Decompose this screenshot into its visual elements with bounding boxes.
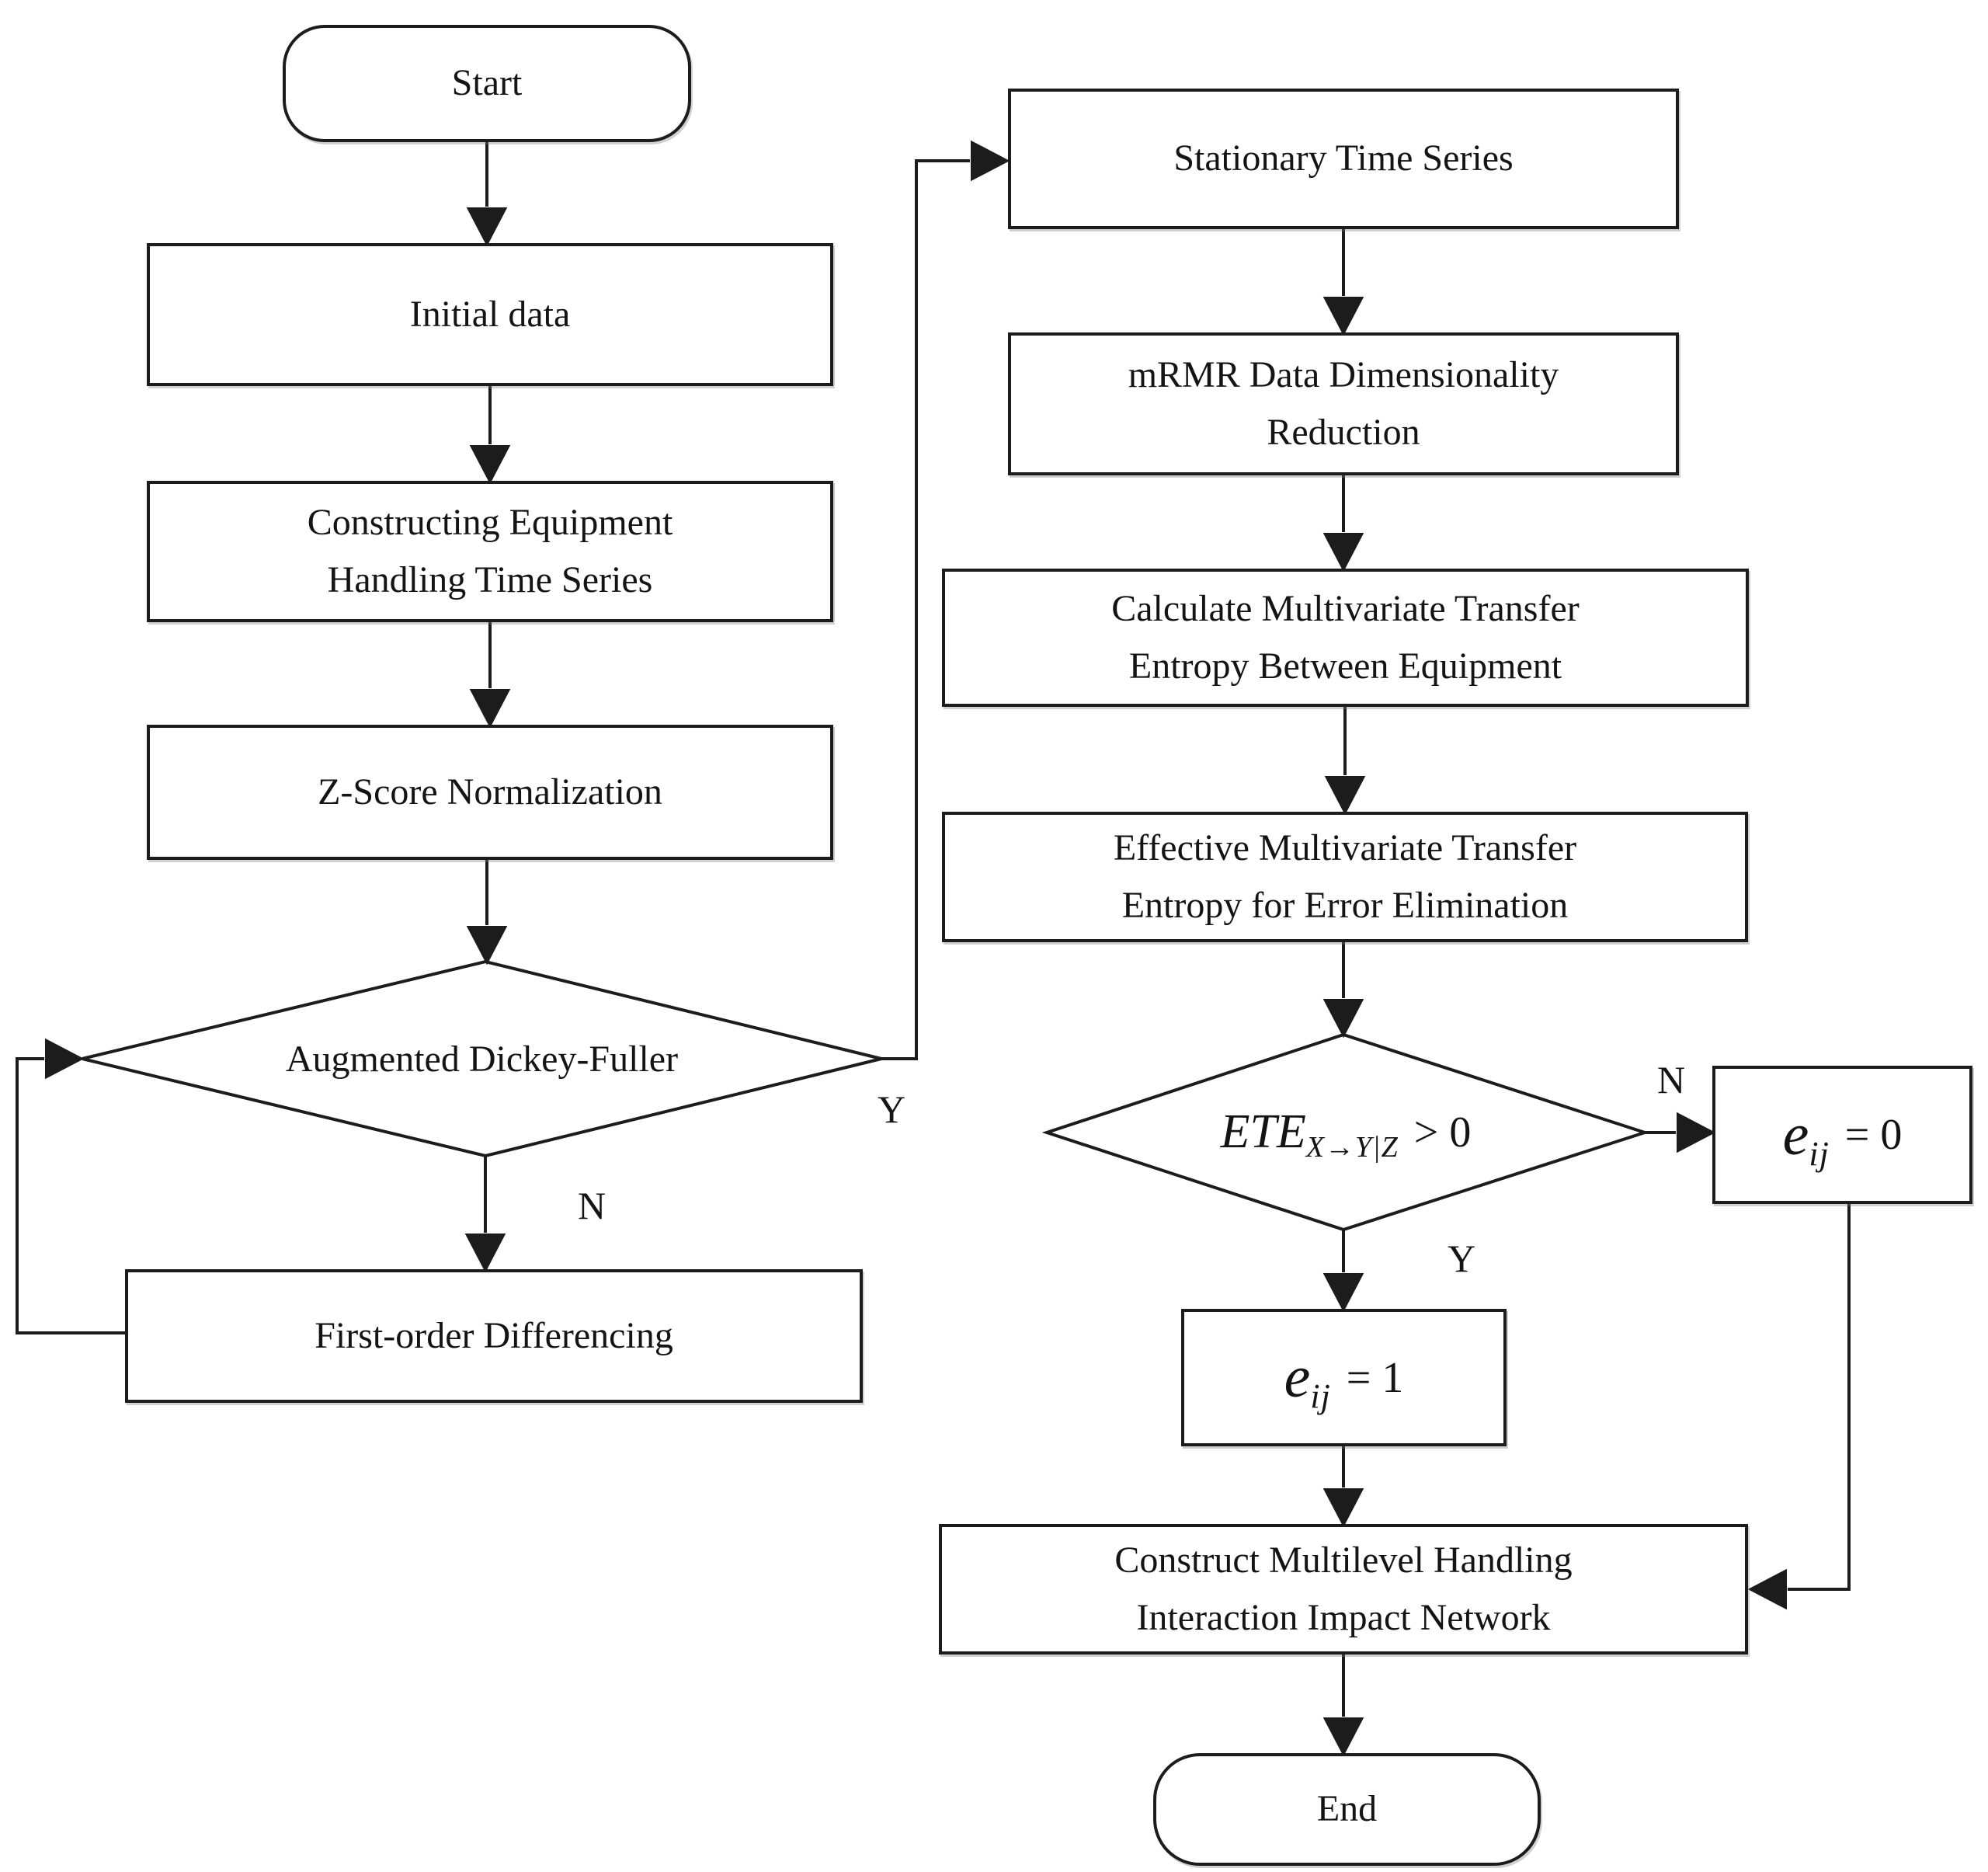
ete-subscript: X→Y|Z [1305, 1131, 1399, 1164]
edge-eij0-construct [1747, 1204, 1851, 1610]
node-stationary-time-series: Stationary Time Series [1008, 89, 1679, 229]
branch-label-adf-yes: Y [877, 1087, 906, 1131]
construct-label: Construct Multilevel Handling Interactio… [1114, 1539, 1573, 1638]
node-construct-impact-network: Construct Multilevel Handling Interactio… [939, 1524, 1748, 1655]
node-first-order-differencing: First-order Differencing [125, 1269, 863, 1403]
calculate-label: Calculate Multivariate Transfer Entropy … [1111, 587, 1580, 687]
mrmr-label: mRMR Data Dimensionality Reduction [1128, 353, 1559, 453]
edge-mrmr-calculate [1322, 475, 1364, 572]
edge-firstorder-adf-loop [16, 1038, 125, 1334]
end-label: End [1316, 1788, 1378, 1830]
edge-adf-firstorder-no [464, 1156, 506, 1273]
edge-ete-eij0-no [1645, 1112, 1716, 1153]
edge-initial-constructing [469, 386, 511, 485]
stationary-label: Stationary Time Series [1173, 137, 1514, 179]
zscore-label: Z-Score Normalization [318, 771, 662, 812]
node-end: End [1153, 1753, 1541, 1866]
edge-ete-eij1-yes [1322, 1230, 1364, 1313]
constructing-label: Constructing Equipment Handling Time Ser… [307, 501, 673, 600]
edge-effective-ete [1322, 942, 1364, 1039]
eij0-value: = 0 [1844, 1111, 1903, 1159]
initial-data-label: Initial data [409, 293, 571, 335]
start-label: Start [451, 62, 523, 104]
eij1-base: e [1284, 1345, 1311, 1410]
node-mrmr-reduction: mRMR Data Dimensionality Reduction [1008, 332, 1679, 475]
branch-label-ete-no: N [1656, 1058, 1686, 1101]
edge-stationary-mrmr [1322, 229, 1364, 336]
decision-adf-label: Augmented Dickey-Fuller [285, 1038, 679, 1080]
edge-zscore-adf [466, 860, 508, 966]
eij0-base: e [1782, 1101, 1809, 1167]
node-zscore-normalization: Z-Score Normalization [147, 725, 833, 860]
ete-base: ETE [1220, 1105, 1306, 1158]
node-effective-transfer-entropy: Effective Multivariate Transfer Entropy … [942, 812, 1748, 942]
effective-label: Effective Multivariate Transfer Entropy … [1113, 826, 1577, 926]
edge-constructing-zscore [469, 622, 511, 729]
node-calculate-transfer-entropy: Calculate Multivariate Transfer Entropy … [942, 569, 1749, 707]
firstorder-label: First-order Differencing [315, 1314, 673, 1356]
edge-construct-end [1322, 1655, 1364, 1757]
node-initial-data: Initial data [147, 243, 833, 386]
eij1-value: = 1 [1346, 1353, 1404, 1402]
node-constructing-time-series: Constructing Equipment Handling Time Ser… [147, 481, 833, 622]
edge-calculate-effective [1324, 707, 1366, 816]
branch-label-adf-no: N [577, 1184, 606, 1227]
edge-eij1-construct [1322, 1446, 1364, 1528]
edge-start-initial [466, 142, 508, 247]
eij0-subscript: ij [1809, 1134, 1830, 1173]
ete-comparison: > 0 [1413, 1108, 1472, 1157]
node-start: Start [283, 25, 691, 142]
eij1-subscript: ij [1310, 1377, 1331, 1415]
edge-adf-stationary-yes [881, 140, 1010, 1060]
branch-label-ete-yes: Y [1447, 1237, 1476, 1280]
